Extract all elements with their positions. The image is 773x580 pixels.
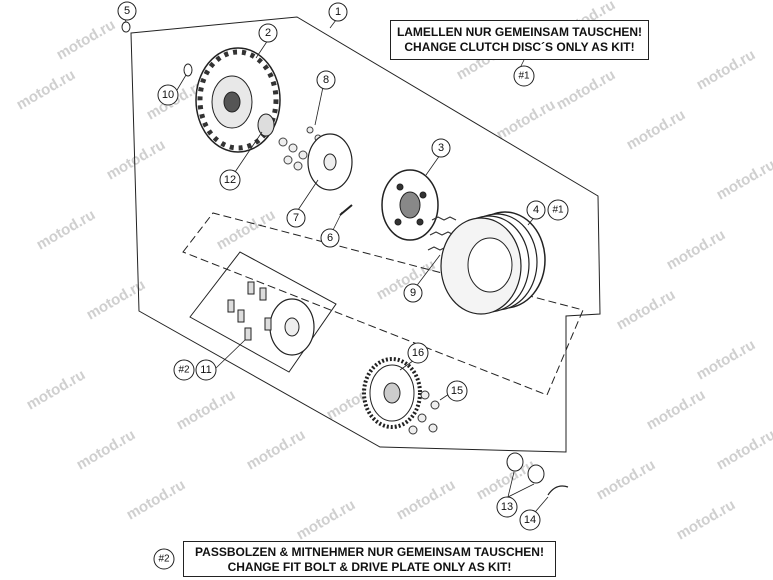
assembly-outline: [130, 16, 601, 453]
watermark-text: motod.ru: [14, 66, 79, 113]
bearing-part-13: [506, 452, 545, 484]
callout-label-10: 10: [162, 89, 174, 101]
watermark-text: motod.ru: [214, 206, 279, 253]
callout-12: [219, 169, 241, 191]
callout-label-4: 4: [533, 204, 539, 216]
plate-part-7: [307, 133, 353, 191]
watermark-text: motod.ru: [474, 456, 539, 503]
watermark-text: motod.ru: [624, 106, 689, 153]
drive-plate-kit-box: [189, 251, 337, 373]
watermark-text: motod.ru: [74, 426, 139, 473]
watermark-text: motod.ru: [714, 156, 773, 203]
callout-label-6: 6: [327, 232, 333, 244]
callout-13: [496, 496, 518, 518]
watermark-text: motod.ru: [714, 426, 773, 473]
kit-note-clutch-discs-line2: CHANGE CLUTCH DISC´S ONLY AS KIT!: [404, 40, 635, 54]
callout-label-14: 14: [524, 514, 536, 526]
callout-1: [328, 2, 348, 22]
kit-note-fit-bolt: PASSBOLZEN & MITNEHMER NUR GEMEINSAM TAU…: [183, 541, 556, 577]
pushrod-part-6: [339, 204, 353, 216]
bushings-part-15: [408, 390, 440, 435]
callout-label-15: 15: [451, 385, 463, 397]
watermark-text: motod.ru: [594, 456, 659, 503]
callout-label-11: 11: [200, 364, 211, 376]
washer-part-12: [257, 113, 275, 137]
watermark-text: motod.ru: [664, 226, 729, 273]
callout-label-3: 3: [438, 142, 444, 154]
callout-label-13: 13: [501, 501, 513, 513]
note2-ref-label: #2: [158, 554, 170, 565]
ring-part-10: [183, 63, 193, 77]
watermark-text: motod.ru: [34, 206, 99, 253]
callout-3: [431, 138, 451, 158]
watermark-text: motod.ru: [554, 66, 619, 113]
watermark-text: motod.ru: [54, 16, 119, 63]
kit-note-fit-bolt-line1: PASSBOLZEN & MITNEHMER NUR GEMEINSAM TAU…: [195, 545, 544, 559]
watermark-text: motod.ru: [674, 496, 739, 543]
callout-label-2: 2: [265, 27, 271, 39]
callout-16: [407, 342, 429, 364]
callout-8: [316, 70, 336, 90]
callout-note1-ref: [513, 65, 535, 87]
callout-14: [519, 509, 541, 531]
watermark-text: motod.ru: [244, 426, 309, 473]
callout-11-ref: [173, 359, 195, 381]
kit-note-fit-bolt-line2: CHANGE FIT BOLT & DRIVE PLATE ONLY AS KI…: [227, 560, 512, 574]
pressure-plate: [381, 169, 439, 241]
note1-ref-label: #1: [518, 71, 530, 82]
callout-7: [286, 208, 306, 228]
watermark-text: motod.ru: [694, 336, 759, 383]
callout-4: [526, 200, 546, 220]
circlip-part-14: [547, 485, 569, 496]
watermark-text: motod.ru: [644, 386, 709, 433]
callout-15: [446, 380, 468, 402]
primary-gear: [362, 357, 422, 429]
callout-label-12: 12: [224, 174, 236, 186]
watermark-text: motod.ru: [174, 386, 239, 433]
clutch-disc-pack: [440, 211, 546, 315]
callout-label-5: 5: [124, 5, 130, 17]
ring-part-5: [121, 21, 131, 33]
callout-note2-ref: [153, 548, 175, 570]
callout-4-ref: [547, 199, 569, 221]
watermark-text: motod.ru: [24, 366, 89, 413]
watermark-text: motod.ru: [294, 496, 359, 543]
watermark-text: motod.ru: [394, 476, 459, 523]
callout-label-4-ref: #1: [552, 205, 564, 216]
callout-11: [195, 359, 217, 381]
callout-label-11-ref: #2: [178, 365, 190, 376]
drive-plate: [227, 281, 315, 356]
callout-5: [117, 1, 137, 21]
callout-6: [320, 228, 340, 248]
watermark-layer: motod.rumotod.rumotod.rumotod.rumotod.ru…: [14, 0, 773, 543]
clutch-basket: [195, 47, 281, 153]
callout-label-16: 16: [412, 347, 424, 359]
watermark-text: motod.ru: [494, 96, 559, 143]
callout-label-8: 8: [323, 74, 329, 86]
callout-label-1: 1: [335, 6, 341, 18]
callout-10: [157, 84, 179, 106]
watermark-text: motod.ru: [614, 286, 679, 333]
watermark-text: motod.ru: [694, 46, 759, 93]
callout-label-9: 9: [410, 287, 416, 299]
watermark-text: motod.ru: [104, 136, 169, 183]
callout-9: [403, 283, 423, 303]
watermark-text: motod.ru: [124, 476, 189, 523]
kit-note-clutch-discs: LAMELLEN NUR GEMEINSAM TAUSCHEN! CHANGE …: [390, 20, 649, 60]
callout-label-7: 7: [293, 212, 299, 224]
kit-note-clutch-discs-line1: LAMELLEN NUR GEMEINSAM TAUSCHEN!: [396, 25, 643, 39]
callout-2: [258, 23, 278, 43]
